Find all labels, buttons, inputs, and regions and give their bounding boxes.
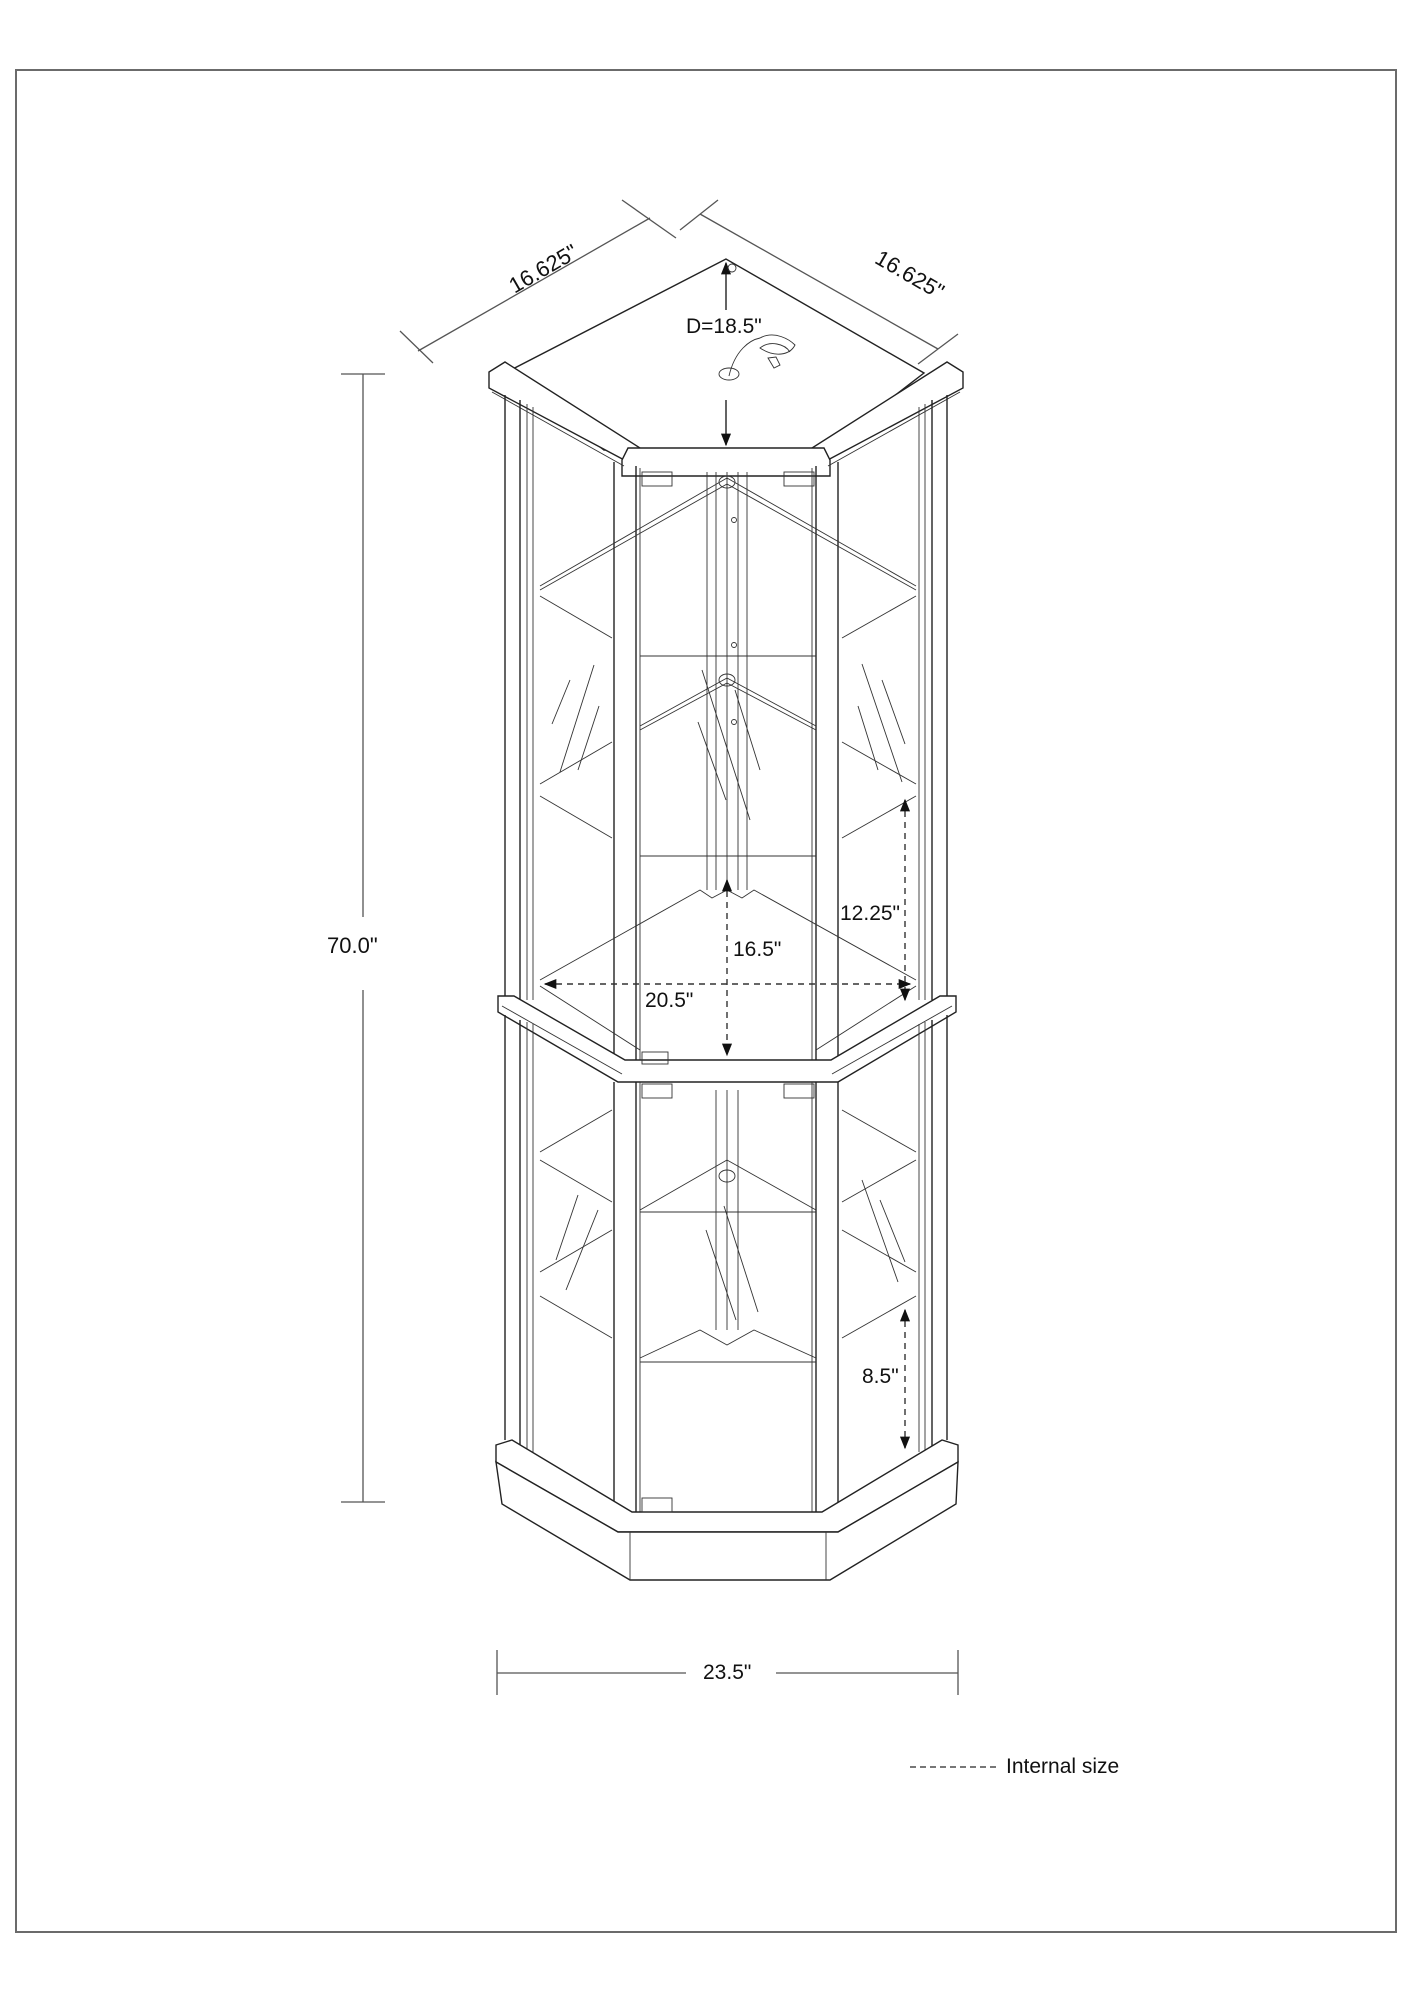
upper-cabinet [497,395,957,1083]
label-internal-width: 20.5" [645,989,694,1012]
dimension-top-right [679,199,959,365]
label-lower-shelf-spacing: 8.5" [862,1365,899,1388]
dimension-height [341,373,385,1503]
dimension-width [496,1650,959,1695]
label-overall-width: 23.5" [703,1661,752,1684]
drawing-border [15,69,1397,1933]
legend-label: Internal size [1006,1755,1120,1778]
label-depth: D=18.5" [686,315,762,338]
dimension-top-left [399,199,677,364]
dashed-line-swatch [910,1766,996,1768]
internal-dimensions-upper [543,798,912,1057]
label-internal-depth: 16.5" [733,938,782,961]
legend: Internal size [910,1755,1119,1779]
label-overall-height: 70.0" [327,933,378,958]
cabinet-top [488,258,964,477]
lower-cabinet [495,1015,959,1581]
label-upper-shelf-spacing: 12.25" [840,902,901,925]
